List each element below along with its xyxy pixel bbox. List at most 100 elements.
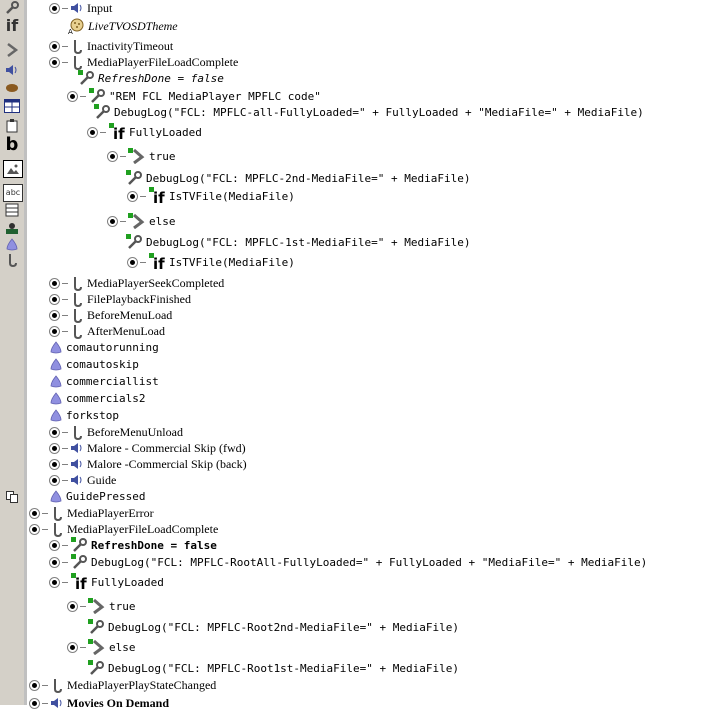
tree-node[interactable]: commerciallist bbox=[49, 373, 159, 389]
chevron-icon[interactable] bbox=[3, 42, 21, 58]
paste-icon[interactable] bbox=[3, 118, 21, 134]
tree-node[interactable]: MediaPlayerSeekCompleted bbox=[49, 275, 224, 291]
tree-node-label: FilePlaybackFinished bbox=[87, 291, 191, 306]
expand-toggle-icon[interactable] bbox=[49, 293, 60, 305]
tree-node[interactable]: Guide bbox=[49, 472, 116, 488]
expand-toggle-icon[interactable] bbox=[29, 523, 40, 535]
tree-node[interactable]: DebugLog("FCL: MPFLC-Root1st-MediaFile="… bbox=[87, 660, 459, 676]
tree-node-label: DebugLog("FCL: MPFLC-Root1st-MediaFile="… bbox=[108, 661, 459, 675]
expand-toggle-icon[interactable] bbox=[49, 56, 60, 68]
tree-node-label: true bbox=[149, 149, 176, 163]
expand-toggle-icon[interactable] bbox=[49, 40, 60, 52]
expand-toggle-icon[interactable] bbox=[127, 256, 138, 268]
speaker-icon[interactable] bbox=[3, 62, 21, 78]
tree-node-label: commercials2 bbox=[66, 391, 146, 405]
expand-toggle-icon[interactable] bbox=[29, 507, 40, 519]
tree-node[interactable]: true bbox=[107, 148, 176, 164]
tree-node-label: forkstop bbox=[66, 408, 119, 422]
tree-node[interactable]: DebugLog("FCL: MPFLC-2nd-MediaFile=" + M… bbox=[125, 170, 471, 186]
expand-toggle-icon[interactable] bbox=[49, 539, 60, 551]
tree-connector bbox=[42, 702, 48, 704]
expand-toggle-icon[interactable] bbox=[49, 458, 60, 470]
tree-node[interactable]: else bbox=[107, 213, 176, 229]
hook-icon bbox=[70, 39, 84, 54]
tree-node[interactable]: BeforeMenuUnload bbox=[49, 424, 183, 440]
tree-node-label: "REM FCL MediaPlayer MPFLC code" bbox=[109, 89, 321, 103]
tree-node-label: Malore -Commercial Skip (back) bbox=[87, 456, 247, 471]
tree-connector bbox=[62, 61, 68, 63]
expand-toggle-icon[interactable] bbox=[49, 556, 60, 568]
tree-node[interactable]: Malore -Commercial Skip (back) bbox=[49, 456, 247, 472]
expand-toggle-icon[interactable] bbox=[67, 600, 78, 612]
tree-node[interactable]: "REM FCL MediaPlayer MPFLC code" bbox=[67, 88, 321, 104]
tree-node-label: MediaPlayerPlayStateChanged bbox=[67, 677, 217, 692]
tree-node[interactable]: commercials2 bbox=[49, 390, 145, 406]
expand-toggle-icon[interactable] bbox=[107, 150, 118, 162]
list-icon[interactable] bbox=[3, 202, 21, 218]
tree-node[interactable]: MediaPlayerError bbox=[29, 505, 154, 521]
tree-node-label: DebugLog("FCL: MPFLC-Root2nd-MediaFile="… bbox=[108, 620, 459, 634]
tree-node[interactable]: Malore - Commercial Skip (fwd) bbox=[49, 440, 246, 456]
tree-node[interactable]: else bbox=[67, 639, 136, 655]
expand-toggle-icon[interactable] bbox=[67, 90, 78, 102]
tree-node[interactable]: DebugLog("FCL: MPFLC-all-FullyLoaded=" +… bbox=[93, 104, 644, 120]
expand-toggle-icon[interactable] bbox=[87, 126, 98, 138]
text-field-icon[interactable]: abc bbox=[3, 184, 23, 202]
tree-node-label: RefreshDone = false bbox=[98, 71, 224, 85]
tree-node[interactable]: DebugLog("FCL: MPFLC-RootAll-FullyLoaded… bbox=[49, 554, 647, 570]
tree-connector bbox=[62, 282, 68, 284]
expand-toggle-icon[interactable] bbox=[49, 325, 60, 337]
tree-connector bbox=[62, 298, 68, 300]
tree-node[interactable]: DebugLog("FCL: MPFLC-Root2nd-MediaFile="… bbox=[87, 619, 459, 635]
tree-connector bbox=[42, 528, 48, 530]
cone-icon[interactable] bbox=[3, 236, 21, 252]
expand-toggle-icon[interactable] bbox=[49, 442, 60, 454]
tree-node[interactable]: comautoskip bbox=[49, 356, 139, 372]
tree-node-label: IsTVFile(MediaFile) bbox=[169, 255, 295, 269]
tree-node[interactable]: MediaPlayerPlayStateChanged bbox=[29, 677, 216, 693]
tree-node[interactable]: Input bbox=[49, 0, 112, 16]
expand-toggle-icon[interactable] bbox=[67, 641, 78, 653]
tree-node[interactable]: AfterMenuLoad bbox=[49, 323, 165, 339]
table-icon[interactable] bbox=[3, 98, 21, 114]
expand-toggle-icon[interactable] bbox=[107, 215, 118, 227]
tree-node[interactable]: GuidePressed bbox=[49, 488, 145, 504]
expand-toggle-icon[interactable] bbox=[29, 697, 40, 709]
tree-node[interactable]: Movies On Demand bbox=[29, 695, 169, 711]
if-icon[interactable]: if bbox=[3, 18, 21, 34]
tree-node-label: LiveTVOSDTheme bbox=[88, 18, 178, 33]
expand-toggle-icon[interactable] bbox=[49, 576, 60, 588]
tree-node-label: RefreshDone = false bbox=[91, 538, 217, 552]
expand-toggle-icon[interactable] bbox=[49, 474, 60, 486]
chevron-icon bbox=[128, 148, 146, 164]
tree-node[interactable]: RefreshDone = false bbox=[77, 70, 224, 86]
wrench-icon[interactable] bbox=[3, 0, 21, 16]
expand-toggle-icon[interactable] bbox=[29, 679, 40, 691]
hook-icon[interactable] bbox=[3, 252, 21, 268]
tree-node[interactable]: DebugLog("FCL: MPFLC-1st-MediaFile=" + M… bbox=[125, 234, 471, 250]
image-icon[interactable] bbox=[3, 160, 23, 178]
tree-node[interactable]: FilePlaybackFinished bbox=[49, 291, 191, 307]
tree-node[interactable]: MediaPlayerFileLoadComplete bbox=[49, 54, 238, 70]
tree-node[interactable]: forkstop bbox=[49, 407, 119, 423]
expand-toggle-icon[interactable] bbox=[49, 309, 60, 321]
copy-icon[interactable] bbox=[3, 489, 21, 505]
tree-node[interactable]: comautorunning bbox=[49, 339, 159, 355]
expand-toggle-icon[interactable] bbox=[49, 426, 60, 438]
tree-node[interactable]: BeforeMenuLoad bbox=[49, 307, 172, 323]
expand-toggle-icon[interactable] bbox=[127, 190, 138, 202]
tree-node[interactable]: MediaPlayerFileLoadComplete bbox=[29, 521, 218, 537]
tree-node[interactable]: true bbox=[67, 598, 136, 614]
tree-node[interactable]: RefreshDone = false bbox=[49, 537, 217, 553]
person-icon[interactable] bbox=[3, 220, 21, 236]
tree-node[interactable]: InactivityTimeout bbox=[49, 38, 173, 54]
expand-toggle-icon[interactable] bbox=[49, 277, 60, 289]
bold-b-icon[interactable]: b bbox=[3, 136, 21, 154]
pill-icon[interactable] bbox=[3, 80, 21, 96]
expand-toggle-icon[interactable] bbox=[49, 2, 60, 14]
